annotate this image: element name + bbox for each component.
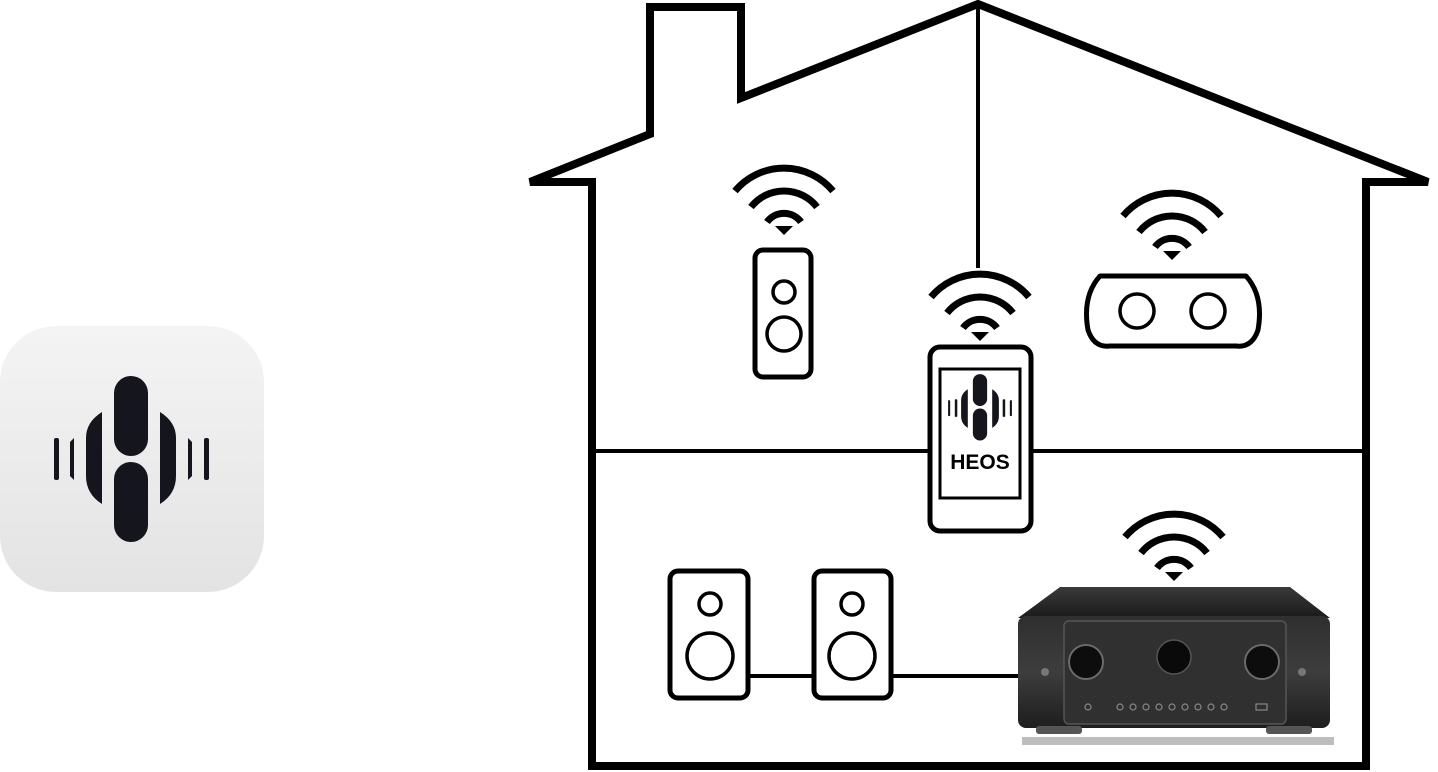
heos-label: HEOS: [950, 451, 1010, 474]
heos-logo-icon: [948, 374, 1012, 441]
heos-logo-icon: [54, 376, 209, 542]
wifi-icon: [1120, 189, 1224, 260]
bookshelf-speaker-left-icon: [667, 568, 751, 701]
house-outline: [528, 0, 1430, 770]
wifi-icon: [928, 270, 1032, 341]
av-receiver-icon: [1018, 587, 1334, 745]
bookshelf-speaker-right-icon: [811, 568, 894, 701]
wifi-icon: [732, 164, 836, 235]
tall-speaker-icon: [752, 247, 814, 380]
wireless-speaker-icon: [1084, 273, 1262, 349]
heos-app-icon: [0, 326, 264, 592]
smartphone-icon: HEOS: [927, 344, 1034, 534]
wifi-icon: [1122, 510, 1226, 581]
